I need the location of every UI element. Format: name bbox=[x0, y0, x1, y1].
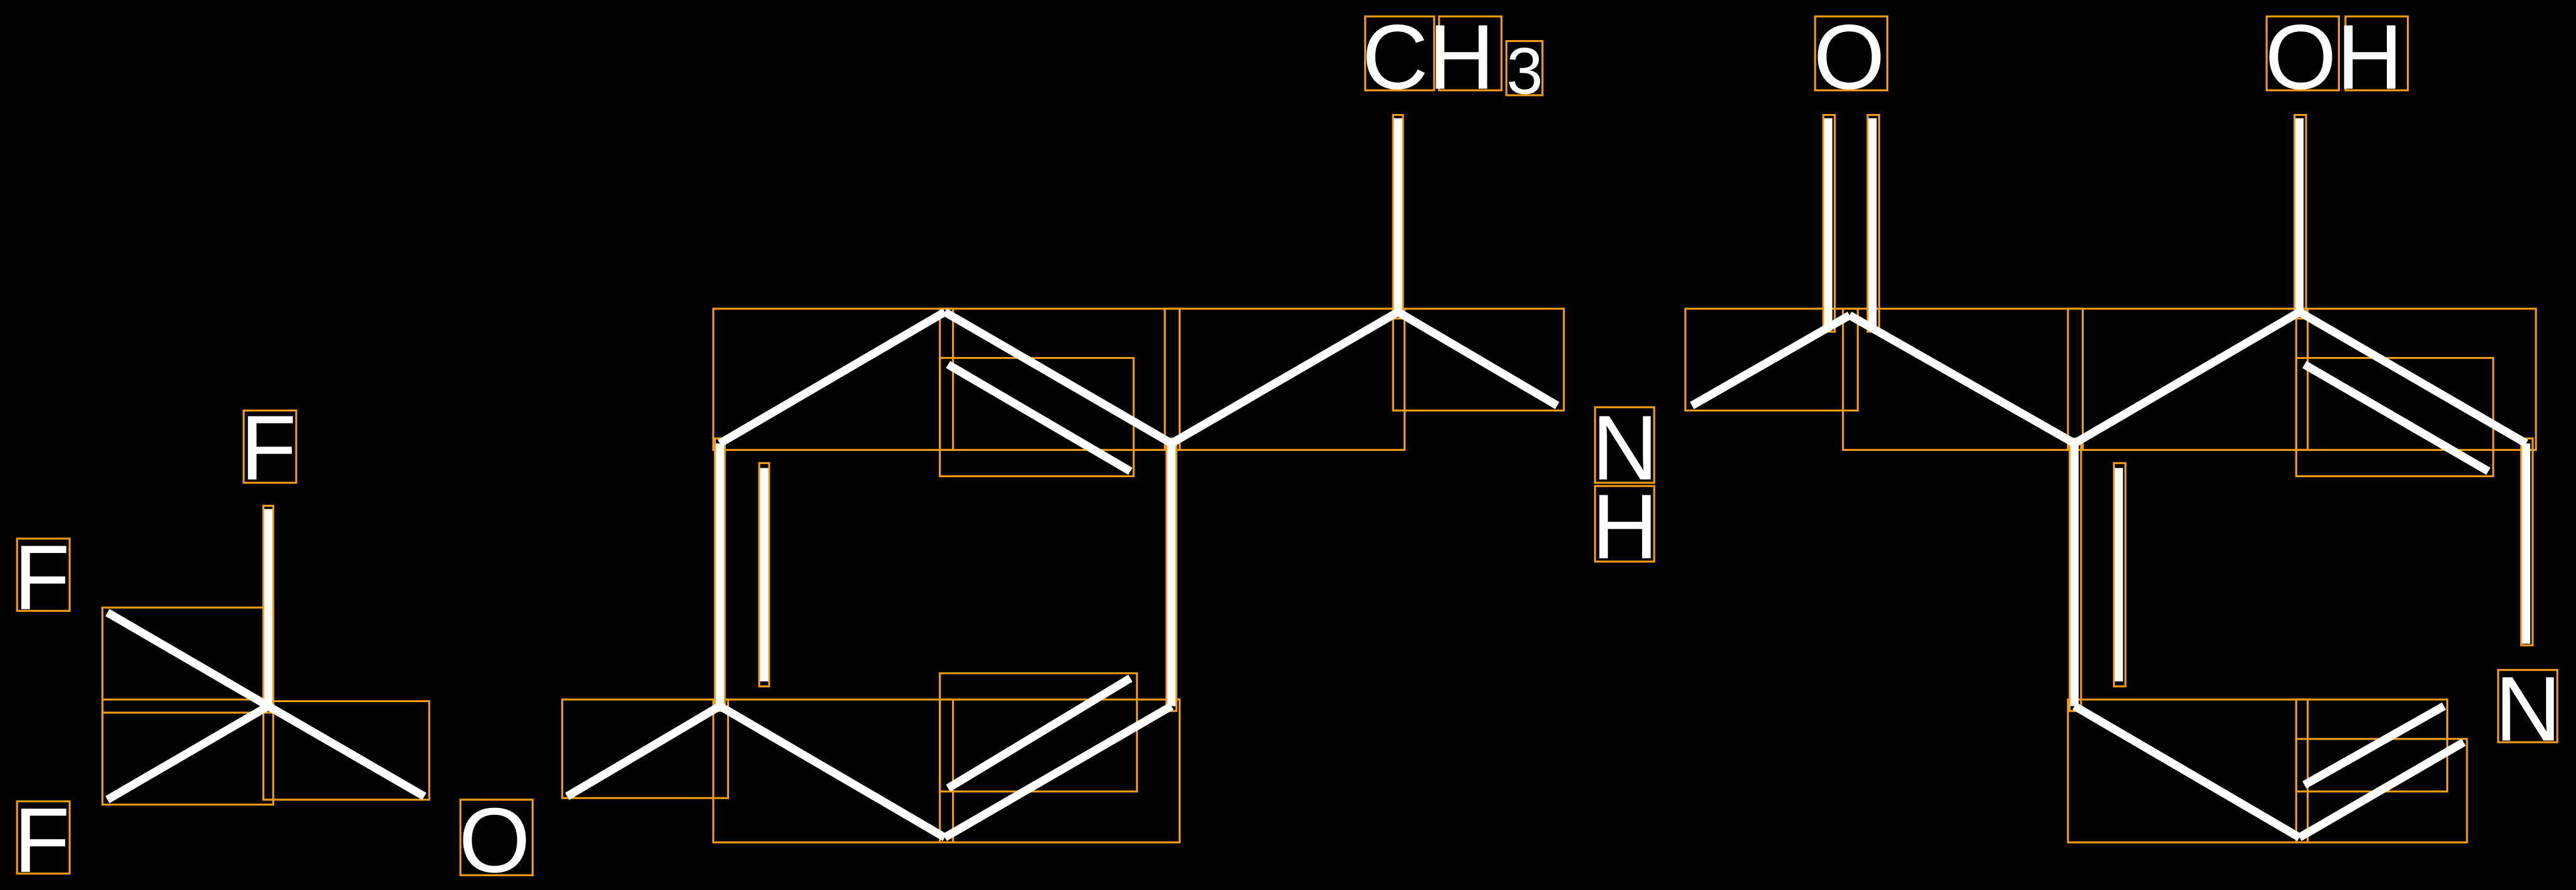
atom-labels: F F F O CH 3 N H O OH N bbox=[14, 6, 2562, 890]
bounding-box bbox=[1364, 15, 1435, 91]
bounding-box bbox=[1438, 15, 1503, 91]
bond-line bbox=[718, 702, 947, 841]
bounding-box bbox=[2344, 15, 2409, 91]
bounding-box bbox=[939, 672, 1138, 793]
bounding-box bbox=[2067, 698, 2309, 844]
bond-line bbox=[2302, 702, 2446, 789]
bounding-box bbox=[1165, 437, 1177, 712]
bounding-box bbox=[1842, 308, 2084, 451]
bond-line bbox=[105, 609, 271, 710]
bond-line bbox=[943, 702, 1174, 841]
atom-ch3: CH bbox=[1362, 6, 1494, 109]
atom-f-left: F bbox=[14, 527, 70, 629]
bounding-box bbox=[2067, 308, 2309, 451]
bounding-box bbox=[2295, 356, 2495, 477]
bond-line bbox=[943, 308, 1174, 447]
bond-line bbox=[946, 361, 1133, 475]
bond-line bbox=[266, 702, 427, 800]
bounding-boxes bbox=[16, 15, 2558, 876]
atom-ch3-subscript: 3 bbox=[1506, 34, 1543, 108]
bounding-box bbox=[2113, 462, 2127, 688]
bounding-box bbox=[1684, 308, 1859, 412]
bond-line bbox=[946, 675, 1133, 792]
atom-oh: OH bbox=[2265, 6, 2403, 109]
bond-line bbox=[1690, 311, 1852, 410]
atom-f-top: F bbox=[241, 397, 297, 500]
bounding-box bbox=[561, 698, 730, 799]
bounding-box bbox=[1392, 113, 1404, 320]
bounding-box bbox=[758, 462, 770, 688]
bounding-box bbox=[1164, 308, 1406, 451]
atom-f-bottom: F bbox=[14, 789, 70, 890]
bounding-box bbox=[242, 409, 297, 484]
bounding-box bbox=[1814, 15, 1889, 91]
bounding-box bbox=[713, 437, 726, 712]
bounding-box bbox=[712, 698, 954, 844]
bond-line bbox=[565, 702, 722, 800]
atom-o-ether: O bbox=[459, 789, 530, 890]
bond-line bbox=[1169, 308, 1400, 447]
bounding-box bbox=[16, 800, 71, 875]
bounding-box bbox=[1505, 39, 1544, 96]
bond-line bbox=[2072, 308, 2302, 447]
bounding-box bbox=[2265, 15, 2341, 91]
bond-line bbox=[2072, 702, 2302, 841]
bounding-box bbox=[1392, 308, 1565, 412]
bounding-box bbox=[101, 698, 274, 806]
atom-n-amide: N bbox=[1592, 397, 1658, 500]
atom-n-ring: N bbox=[2495, 658, 2562, 760]
bounding-box bbox=[16, 537, 71, 612]
bounding-box bbox=[1594, 406, 1655, 484]
bounding-box bbox=[459, 799, 534, 876]
bounding-box bbox=[2294, 113, 2307, 320]
bond-line bbox=[1395, 308, 1560, 410]
bond-line bbox=[1847, 311, 2077, 447]
bounding-box bbox=[262, 700, 430, 801]
bond-line bbox=[718, 308, 947, 447]
bond-line bbox=[105, 702, 271, 804]
bounding-box bbox=[2497, 669, 2558, 743]
bounding-box bbox=[2520, 437, 2534, 646]
bond-line bbox=[2297, 738, 2466, 841]
bonds bbox=[105, 118, 2530, 841]
bounding-box bbox=[1594, 485, 1655, 563]
atom-o-carbonyl: O bbox=[1813, 6, 1885, 109]
atom-h-amide: H bbox=[1592, 475, 1658, 578]
bond-line bbox=[2297, 308, 2528, 447]
bounding-box bbox=[712, 308, 954, 451]
bond-line bbox=[2302, 361, 2491, 475]
